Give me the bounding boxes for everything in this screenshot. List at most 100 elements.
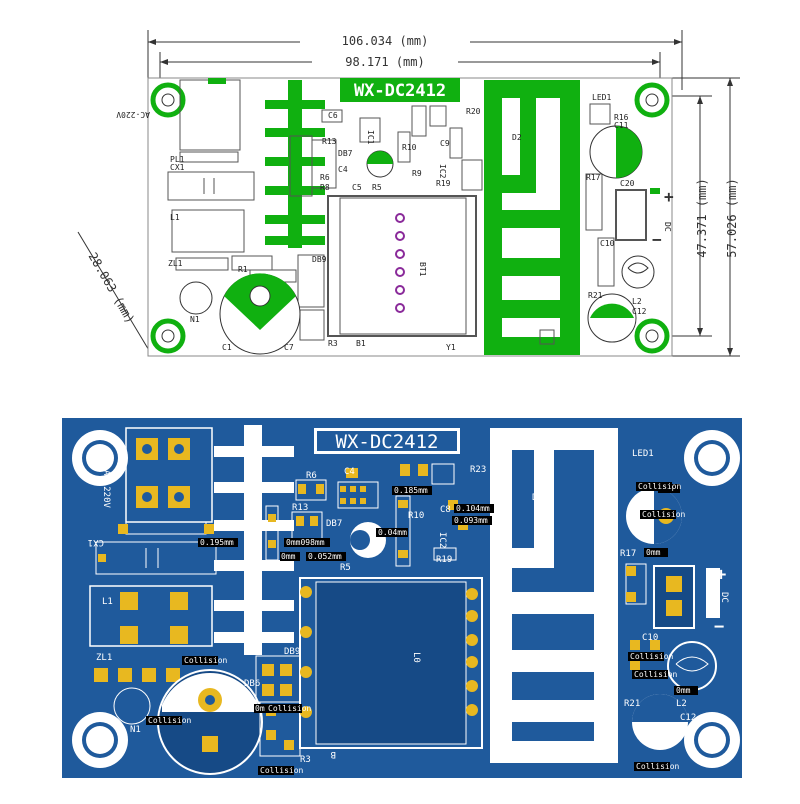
transformer-vias-top <box>395 213 405 313</box>
measure-10: 0m <box>255 704 265 713</box>
top-label-c12: C12 <box>632 307 647 316</box>
measure-7: 0.052mm <box>308 552 342 561</box>
top-dc-minus: − <box>652 230 662 249</box>
top-label-r6: R6 <box>320 173 330 182</box>
top-label-r17: R17 <box>586 173 601 182</box>
bottom-db9-label: DB9 <box>284 647 300 657</box>
measure-4: 0.195mm <box>200 538 234 547</box>
collision-3: Collision <box>268 704 312 713</box>
transformer-pads <box>300 586 478 718</box>
bottom-d2-label: D2 <box>532 493 543 503</box>
measure-1: 0.185mm <box>394 486 428 495</box>
top-label-cx1: CX1 <box>170 163 185 172</box>
top-silk-labels: PL1 CX1 L1 ZL1 N1 C1 R1 C6 R13 DB7 R6 R8… <box>168 93 647 352</box>
top-label-ic2: IC2 <box>438 164 447 179</box>
top-label-led1: LED1 <box>592 93 611 102</box>
measure-3: 0.093mm <box>454 516 488 525</box>
top-label-d2: D2 <box>512 133 522 142</box>
top-label-l1: L1 <box>170 213 180 222</box>
collision-5: Collision <box>638 482 682 491</box>
ac-connector-pads <box>136 438 190 508</box>
top-label-b1: B1 <box>356 339 366 348</box>
collision-2: Collision <box>148 716 192 725</box>
measure-6: 0.04mm <box>378 528 407 537</box>
top-label-r9: R9 <box>412 169 422 178</box>
bottom-dc-minus: − <box>714 617 724 637</box>
bottom-led1-label: LED1 <box>632 449 654 459</box>
top-label-c9: C9 <box>440 139 450 148</box>
heatsink-bottom-left <box>214 425 294 655</box>
top-component-outlines <box>167 103 647 345</box>
bottom-n1-label: N1 <box>130 725 141 735</box>
bottom-c8-label: C8 <box>440 505 451 515</box>
measure-5: 0mm098mm <box>286 538 325 547</box>
bottom-r3-label: R3 <box>300 755 311 765</box>
top-label-ic1: IC1 <box>366 130 375 145</box>
dim-height-inner: 47.371 (mm) <box>695 178 709 257</box>
zl1-pads <box>94 668 180 682</box>
top-label-c7: C7 <box>284 343 294 352</box>
top-label-zl1: ZL1 <box>168 259 183 268</box>
collision-1: Collision <box>184 656 228 665</box>
heatsink-copper-left <box>265 80 325 248</box>
bottom-board-title: WX-DC2412 <box>336 431 439 453</box>
top-label-db9: DB9 <box>312 255 327 264</box>
top-capacitors <box>179 125 655 355</box>
bottom-r13-label: R13 <box>292 503 308 513</box>
bottom-db6-label: DB6 <box>244 679 260 689</box>
bottom-dc-plus: + <box>716 565 726 585</box>
mounting-holes-top <box>150 82 670 354</box>
bottom-r23-label: R23 <box>470 465 486 475</box>
collision-4: Collision <box>260 766 304 775</box>
dim-height-outer: 57.026 (mm) <box>725 178 739 257</box>
top-title-box <box>340 78 460 102</box>
bottom-r21-label: R21 <box>624 699 640 709</box>
bottom-zl1-label: ZL1 <box>96 653 112 663</box>
bottom-l1-choke <box>89 585 213 647</box>
collision-8: Collision <box>634 670 678 679</box>
top-label-r21: R21 <box>588 291 603 300</box>
top-label-c4: C4 <box>338 165 348 174</box>
top-label-c6: C6 <box>328 111 338 120</box>
bottom-db7-label: DB7 <box>326 519 342 529</box>
bottom-transformer <box>299 577 483 749</box>
dimension-arrows <box>148 39 733 356</box>
top-label-c5: C5 <box>352 183 362 192</box>
top-dc-label: DC <box>663 222 672 232</box>
collision-7: Collision <box>630 652 674 661</box>
mounting-holes-bottom <box>72 430 740 768</box>
heatsink-copper-right <box>484 80 580 355</box>
bottom-c10-label: C10 <box>642 633 658 643</box>
collision-6: Collision <box>642 510 686 519</box>
bottom-c12-label: C12 <box>680 713 696 723</box>
top-label-c11: C11 <box>614 121 629 130</box>
bottom-dc-label: DC <box>719 592 729 603</box>
top-label-db7: DB7 <box>338 149 353 158</box>
measure-2: 0.104mm <box>456 504 490 513</box>
bottom-r10-label: R10 <box>408 511 424 521</box>
drc-markers: 0.185mm 0.104mm 0.093mm 0.195mm 0mm098mm… <box>146 482 698 775</box>
top-label-c10: C10 <box>600 239 615 248</box>
top-label-r16: R16 <box>614 113 629 122</box>
top-label-r3: R3 <box>328 339 338 348</box>
bottom-r6-label: R6 <box>306 471 317 481</box>
top-label-r10: R10 <box>402 143 417 152</box>
bottom-l1-label: L1 <box>102 597 113 607</box>
bottom-lo-label: L0 <box>411 652 421 663</box>
bottom-board: WX-DC2412 AC-220V CX1 L1 ZL1 N1 <box>62 418 742 778</box>
bottom-l2-label: L2 <box>676 699 687 709</box>
top-label-r20: R20 <box>466 107 481 116</box>
measure-8: 0mm <box>646 548 661 557</box>
top-label-l2: L2 <box>632 297 642 306</box>
bottom-ac-label: AC-220V <box>101 470 111 509</box>
bottom-r5-label: R5 <box>340 563 351 573</box>
top-label-bt1: BT1 <box>418 262 427 277</box>
top-label-r8: R8 <box>320 183 330 192</box>
bottom-r17-label: R17 <box>620 549 636 559</box>
dim-diagonal: 28.063 (mm) <box>86 250 138 326</box>
top-label-r19: R19 <box>436 179 451 188</box>
collision-9: Collision <box>636 762 680 771</box>
bottom-ic2-label: IC2 <box>437 532 447 548</box>
